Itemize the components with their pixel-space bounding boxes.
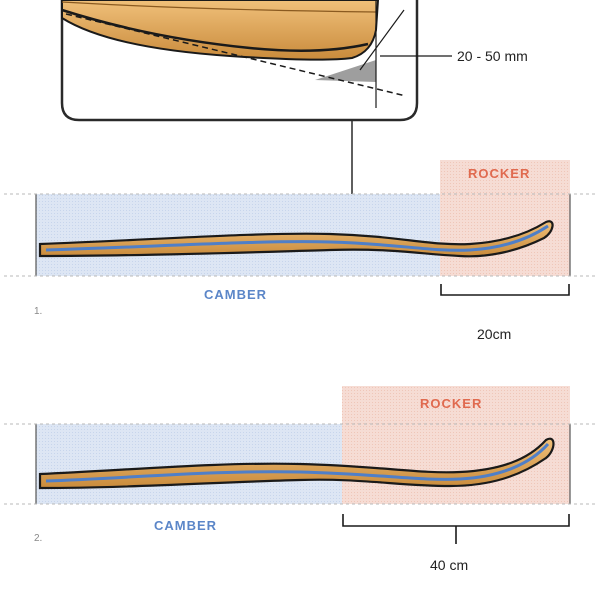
zoom-inset — [60, 0, 452, 122]
panel-2 — [4, 386, 596, 544]
panel-number-2: 2. — [34, 533, 42, 544]
inset-ski-top-line — [61, 1, 377, 13]
dimension-label-2: 40 cm — [430, 557, 468, 573]
inset-baseline-dashed — [65, 13, 407, 97]
dimension-label-1: 20cm — [477, 326, 511, 342]
ski-core-line-2 — [45, 442, 550, 483]
panel-number-1: 1. — [34, 306, 42, 317]
rocker-label-1: ROCKER — [468, 166, 530, 181]
ski-core-line-1 — [45, 224, 549, 252]
dimension-bracket-1 — [440, 284, 570, 296]
dimension-bracket-2 — [342, 514, 570, 527]
camber-label-2: CAMBER — [154, 518, 217, 533]
inset-ski-tip — [61, 0, 380, 61]
inset-measurement-label: 20 - 50 mm — [457, 48, 528, 64]
camber-label-1: CAMBER — [204, 287, 267, 302]
panel-1 — [4, 160, 596, 296]
inset-diagonal-guide — [359, 9, 405, 71]
rocker-label-2: ROCKER — [420, 396, 482, 411]
inset-ski-base-line — [61, 8, 369, 52]
inset-rise-wedge — [315, 60, 376, 82]
